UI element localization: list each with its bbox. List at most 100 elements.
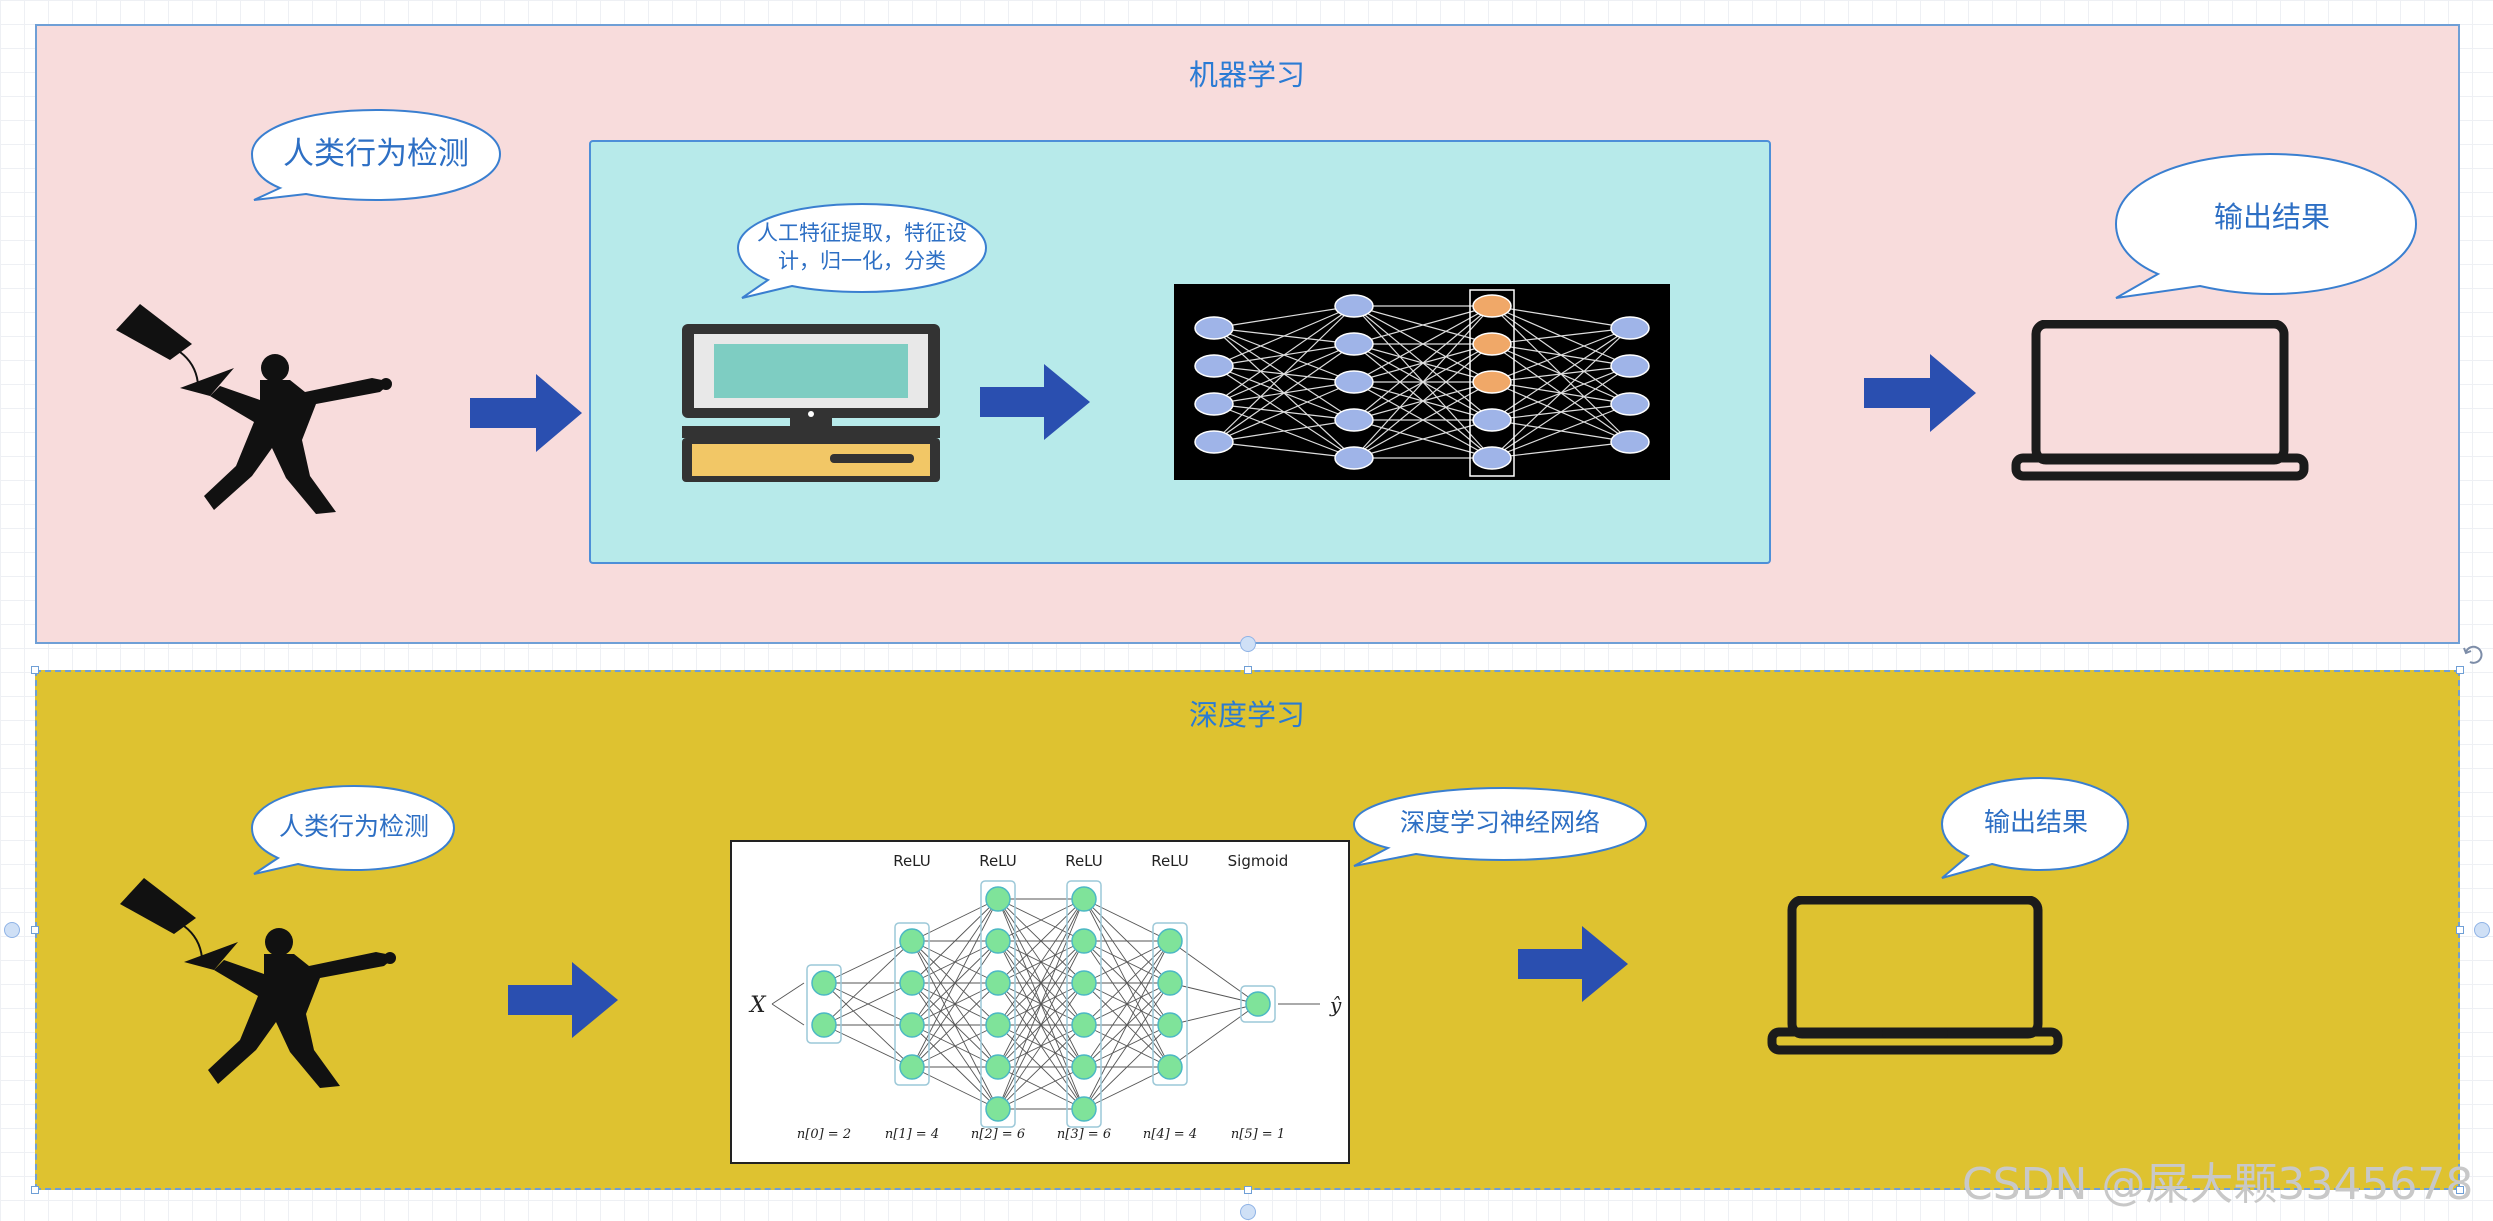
nn-edge	[1083, 1066, 1171, 1110]
laptop-icon	[1766, 895, 2064, 1058]
resize-handle[interactable]	[1244, 1186, 1252, 1194]
nn-node	[1071, 928, 1097, 954]
nn-edge	[1083, 940, 1171, 984]
rotate-handle-icon[interactable]	[2462, 644, 2484, 666]
resize-handle[interactable]	[2456, 666, 2464, 674]
nn-node	[1071, 1054, 1097, 1080]
resize-handle[interactable]	[31, 926, 39, 934]
resize-handle[interactable]	[1244, 666, 1252, 674]
nn-edge	[1169, 1003, 1259, 1026]
nn-edge	[1213, 381, 1355, 443]
nn-activation-label: ReLU	[893, 852, 931, 870]
nn-edge	[1491, 441, 1631, 459]
nn-layer-box	[1152, 922, 1188, 1086]
nn-edge	[997, 1066, 1085, 1110]
nn-node	[1334, 370, 1374, 394]
connection-point[interactable]	[1240, 636, 1256, 652]
watermark: CSDN @屎大颗3345678	[1962, 1159, 2474, 1210]
nn-edge	[997, 1024, 1085, 1110]
resize-handle[interactable]	[2456, 926, 2464, 934]
nn-node	[1334, 294, 1374, 318]
nn-edge	[1213, 305, 1355, 405]
neural-network-icon	[1174, 284, 1670, 480]
bubble-text-line2: 计，归一化，分类	[778, 248, 946, 273]
speech-bubble-features[interactable]: 人工特征提取，特征设 计，归一化，分类	[736, 202, 988, 300]
nn-edge	[911, 1066, 999, 1110]
nn-node	[1071, 1012, 1097, 1038]
nn-output-label: ŷ	[1329, 993, 1342, 1017]
resize-handle[interactable]	[31, 1186, 39, 1194]
nn-edge	[1491, 327, 1631, 459]
nn-node	[985, 1012, 1011, 1038]
nn-node	[985, 970, 1011, 996]
speech-bubble-output[interactable]: 输出结果	[1938, 776, 2132, 879]
nn-edge	[1491, 327, 1631, 383]
connection-point[interactable]	[4, 922, 20, 938]
nn-node	[1071, 886, 1097, 912]
nn-node	[985, 1096, 1011, 1122]
resize-handle[interactable]	[2456, 1186, 2464, 1194]
nn-edge	[1213, 305, 1355, 329]
nn-node	[811, 970, 837, 996]
arrow-right-icon	[508, 962, 618, 1042]
nn-edge	[1353, 305, 1493, 383]
nn-node	[1610, 354, 1650, 378]
nn-node	[1472, 408, 1512, 432]
nn-edge	[823, 1024, 913, 1068]
nn-layer-box	[1066, 880, 1102, 1128]
nn-node	[1472, 370, 1512, 394]
speech-bubble-shape	[250, 784, 456, 875]
nn-edge	[1169, 940, 1259, 1005]
desktop-computer-icon	[680, 322, 942, 482]
nn-edge	[911, 898, 999, 942]
nn-edge	[1213, 343, 1355, 443]
nn-edge	[1491, 403, 1631, 459]
speech-bubble-output[interactable]: 输出结果	[2112, 152, 2422, 299]
nn-layer-size-label: n[2] = 6	[971, 1127, 1025, 1142]
nn-node	[1472, 446, 1512, 470]
arrow-right-icon	[470, 374, 582, 456]
nn-edge	[1213, 441, 1355, 459]
nn-node	[1194, 354, 1234, 378]
connection-point[interactable]	[2474, 922, 2490, 938]
nn-edge	[1491, 365, 1631, 459]
nn-node	[1472, 294, 1512, 318]
nn-edge	[997, 898, 1085, 1068]
arrow-right-icon	[1864, 354, 1976, 436]
nn-edge	[1213, 305, 1355, 367]
nn-layer-size-label: n[5] = 1	[1231, 1127, 1285, 1142]
nn-edge	[1169, 1003, 1259, 1068]
nn-layer-size-label: n[1] = 4	[885, 1127, 939, 1142]
connection-point[interactable]	[1240, 1204, 1256, 1220]
bubble-text: 输出结果	[2213, 199, 2330, 234]
speech-bubble-shape	[2114, 152, 2418, 299]
nn-node	[1334, 332, 1374, 356]
nn-node	[1194, 316, 1234, 340]
speech-bubble-shape	[736, 202, 988, 299]
person-throwing-icon	[114, 874, 414, 1094]
person-throwing-icon	[110, 300, 410, 520]
nn-edge	[1213, 305, 1355, 443]
speech-bubble-network[interactable]: 深度学习神经网络	[1350, 786, 1650, 867]
nn-node	[1610, 392, 1650, 416]
speech-bubble-shape	[1352, 786, 1648, 867]
speech-bubble-input[interactable]: 人类行为检测	[250, 108, 502, 204]
nn-node	[1194, 430, 1234, 454]
arrow-right-icon	[1518, 926, 1628, 1006]
nn-edge	[1491, 327, 1631, 421]
nn-node	[985, 928, 1011, 954]
resize-handle[interactable]	[31, 666, 39, 674]
nn-node	[1157, 1012, 1183, 1038]
nn-activation-label: ReLU	[979, 852, 1017, 870]
nn-input-label: X	[748, 993, 767, 1018]
nn-node	[899, 1012, 925, 1038]
nn-edge	[911, 982, 999, 1068]
nn-layer-size-label: n[4] = 4	[1143, 1127, 1197, 1142]
nn-edge	[997, 940, 1085, 1110]
arrow-right-icon	[980, 364, 1090, 444]
bubble-text-line1: 人工特征提取，特征设	[757, 220, 967, 245]
speech-bubble-input[interactable]: 人类行为检测	[250, 784, 456, 875]
nn-edge	[1083, 1024, 1171, 1110]
nn-edge	[911, 1024, 999, 1068]
